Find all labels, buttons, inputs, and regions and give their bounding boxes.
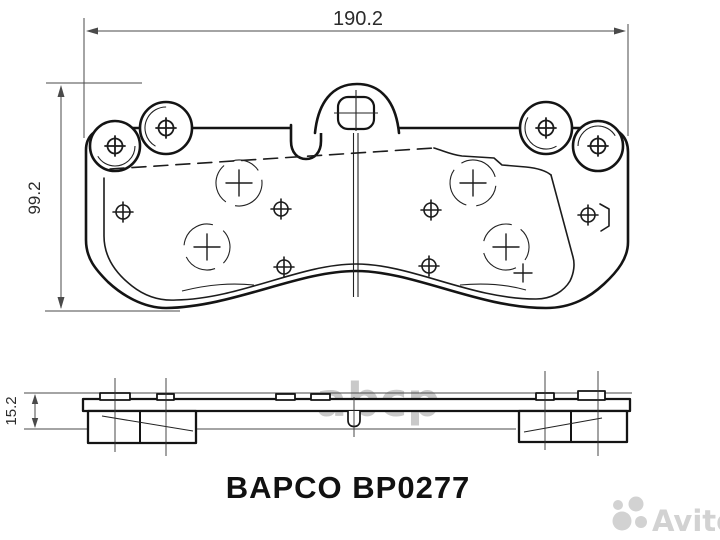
- face-rivet-marks: [112, 198, 599, 278]
- lug-rivet-marks: [104, 117, 609, 157]
- dim-height-label: 99.2: [25, 181, 44, 214]
- avito-logo: [612, 496, 647, 531]
- part-number-caption: BAPCO BP0277: [226, 470, 471, 505]
- avito-watermark-text: Avito: [652, 504, 720, 538]
- side-view: [81, 371, 632, 456]
- dim-width-label: 190.2: [333, 8, 383, 30]
- top-view: [84, 82, 630, 310]
- dimension-overall-width: 190.2: [83, 8, 629, 138]
- dim-thickness-label: 15.2: [3, 396, 20, 425]
- dimension-overall-height: 99.2: [25, 82, 180, 312]
- abutment-circle-marks: [183, 159, 533, 283]
